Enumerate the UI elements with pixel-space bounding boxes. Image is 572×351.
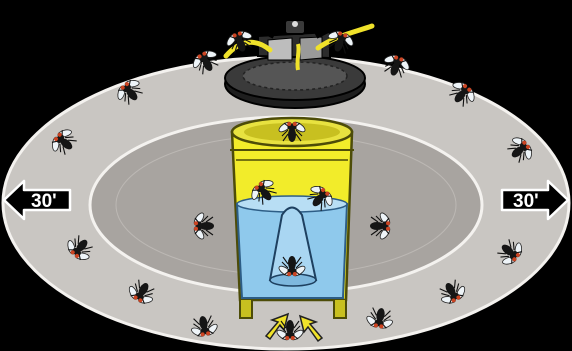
- left-distance-label: 30': [31, 191, 57, 212]
- right-distance-label: 30': [513, 191, 539, 212]
